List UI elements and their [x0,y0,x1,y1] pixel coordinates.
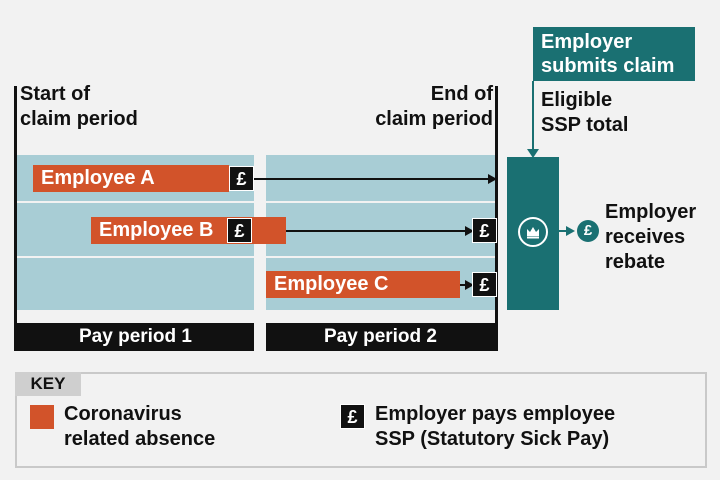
rebate-pound-icon: £ [577,220,599,242]
employee-b-end-pound-icon: £ [472,218,497,243]
employee-b-label: Employee B [99,219,214,241]
submit-arrowhead-icon [527,149,539,158]
employee-c-arrowhead-icon [465,280,474,290]
employee-b-arrowhead-icon [465,226,474,236]
key-absence-label: Coronavirus related absence [64,403,216,450]
end-claim-label: End of claim period [375,83,493,130]
employee-c-absence-bar: Employee C [266,271,460,298]
key-absence-swatch [30,405,54,429]
pay-period-1-label: Pay period 1 [17,323,254,351]
claim-start-line [14,86,17,351]
employee-c-arrow-line [460,284,466,286]
employee-a-arrow-line [254,178,489,180]
employee-b-arrow-line [286,230,466,232]
employee-b-absence-bar: Employee B [91,217,286,244]
rebate-arrowhead-icon [566,226,575,236]
submit-arrow-line [532,81,534,151]
employee-a-arrowhead-icon [488,174,497,184]
employer-submits-claim-box: Employer submits claim [533,27,695,81]
key-panel [15,372,707,468]
employee-c-label: Employee C [274,273,389,295]
employee-b-ssp-pound-icon: £ [227,218,252,243]
employee-c-end-pound-icon: £ [472,272,497,297]
start-claim-label: Start of claim period [20,83,138,130]
key-ssp-label: Employer pays employee SSP (Statutory Si… [375,403,616,450]
employee-a-label: Employee A [41,167,155,189]
key-ssp-pound-icon: £ [340,404,365,429]
pay-period-2-label: Pay period 2 [266,323,495,351]
crown-crest-icon [518,217,548,247]
key-title: KEY [15,372,81,396]
employer-receives-rebate-label: Employer receives rebate [605,201,697,273]
employee-a-absence-bar: Employee A [33,165,229,192]
row-separator [17,256,495,258]
employee-a-ssp-pound-icon: £ [229,166,254,191]
eligible-ssp-label: Eligible SSP total [541,89,629,136]
row-separator [17,201,495,203]
rebate-arrow-line [559,230,567,232]
